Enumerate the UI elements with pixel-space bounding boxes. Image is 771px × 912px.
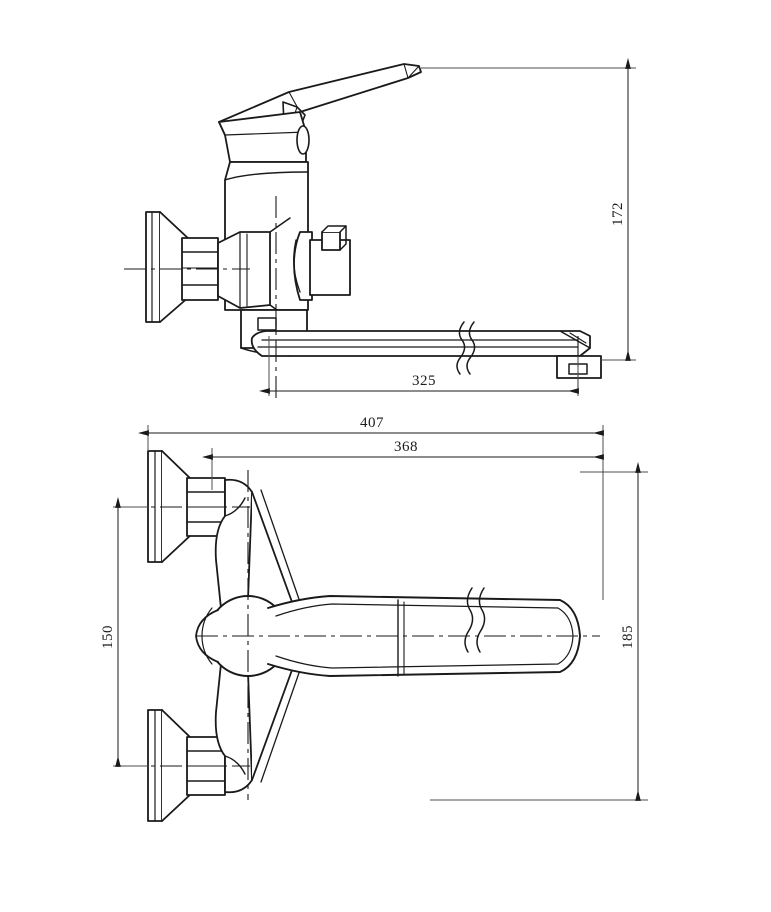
dimension-172: 172 <box>421 57 636 361</box>
dimension-185-label: 185 <box>620 625 636 649</box>
dimension-185: 185 <box>430 461 648 801</box>
dimension-150-label: 150 <box>100 625 116 649</box>
side-view-group <box>145 63 602 379</box>
dimension-325: 325 <box>258 336 579 396</box>
dimension-368-label: 368 <box>394 439 418 455</box>
dimension-325-label: 325 <box>412 373 436 389</box>
dimension-407-label: 407 <box>360 415 384 431</box>
dimension-150: 150 <box>100 496 148 767</box>
dimension-172-label: 172 <box>610 202 626 226</box>
dimension-368: 368 <box>201 439 604 600</box>
side-view-diverter <box>293 225 351 301</box>
side-view-spout <box>250 330 591 357</box>
break-symbol-side-spout <box>456 321 476 375</box>
side-view-spout-end <box>556 355 602 379</box>
side-view-cartridge-cap <box>218 111 310 163</box>
break-symbol-front-spout <box>464 587 486 653</box>
